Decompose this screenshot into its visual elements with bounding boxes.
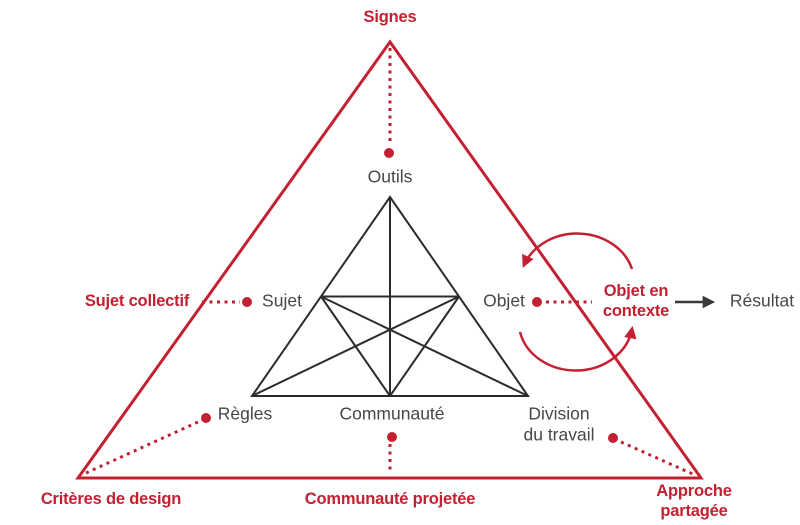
label-signes: Signes [363,7,417,26]
outer-red-triangle [75,39,704,480]
label-regles: Règles [217,403,273,424]
dot-outils [384,148,394,158]
label-outils: Outils [367,166,413,187]
label-communaute-projetee: Communauté projetée [304,489,476,508]
label-resultat: Résultat [729,290,795,311]
label-approche-partagee: Approche partagée [656,481,732,520]
dot-sujet [242,297,252,307]
label-objet: Objet [483,290,525,311]
label-sujet: Sujet [262,290,302,311]
dot-communaute [387,432,397,442]
dotted-connectors [85,48,696,477]
dotted-line-division-approche [620,440,696,477]
dot-division [608,433,618,443]
dot-regles [201,413,211,423]
cycle-arrow-top-icon [522,232,634,270]
label-division-du-travail: Division du travail [523,403,595,445]
label-sujet-collectif: Sujet collectif [84,291,190,310]
label-criteres-de-design: Critères de design [40,489,182,508]
connector-dots [201,148,618,443]
label-objet-en-contexte: Objet en contexte [602,281,670,320]
cycle-arrow-bottom-icon [518,325,637,372]
inner-activity-triangle [250,195,530,397]
dotted-line-criteres-regles [85,420,199,475]
dot-objet [532,297,542,307]
iteration-cycle-arrows [518,232,637,372]
label-communaute: Communauté [339,403,445,424]
